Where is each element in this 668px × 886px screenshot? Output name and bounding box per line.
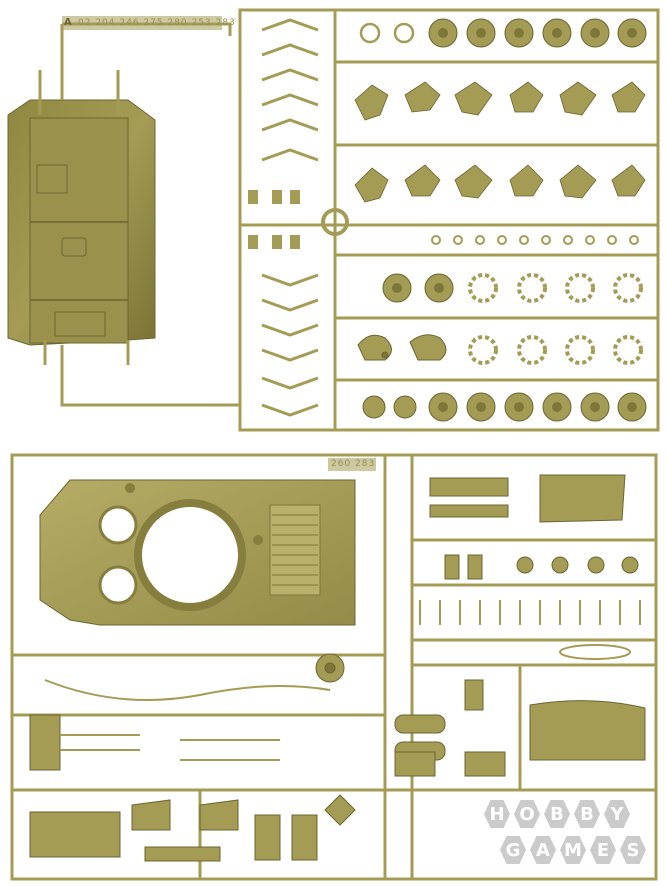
watermark-letter: H	[484, 800, 510, 828]
sprue-frame-bottom	[10, 453, 658, 881]
upper-hull-deck	[39, 479, 356, 626]
watermark-letter: O	[514, 800, 540, 828]
watermark-letter: S	[620, 836, 646, 864]
suspension-units	[354, 81, 646, 203]
small-brackets	[248, 190, 300, 249]
sprue-hub	[321, 208, 349, 236]
sprue-b-tab	[328, 458, 376, 471]
watermark-line-hobby: H O B B Y	[484, 800, 630, 828]
sprue-a-code: 02 204 246 275 280 253 283	[78, 18, 236, 28]
sprue-frame-top	[238, 8, 660, 432]
road-wheels-top-row	[359, 18, 647, 48]
engine-deck-parts	[429, 474, 639, 580]
sprue-letter-a: A	[64, 17, 72, 28]
watermark-letter: B	[574, 800, 600, 828]
drive-sprockets	[468, 273, 643, 365]
watermark-letter: M	[560, 836, 586, 864]
track-links-upper	[261, 18, 319, 162]
watermark-letter: G	[500, 836, 526, 864]
sprue-b-code: 260 283	[331, 459, 376, 469]
small-fittings-row	[419, 600, 641, 660]
road-wheels-bottom-row	[362, 392, 647, 422]
hobby-games-watermark: H O B B Y G A M E S	[444, 796, 662, 882]
watermark-letter: A	[530, 836, 556, 864]
watermark-letter: E	[590, 836, 616, 864]
watermark-line-games: G A M E S	[500, 836, 646, 864]
track-links-lower	[261, 273, 319, 417]
watermark-letter: B	[544, 800, 570, 828]
sprue-a-tab	[62, 16, 222, 30]
lower-left-parts	[29, 653, 356, 862]
watermark-letter: Y	[604, 800, 630, 828]
hull-floor-plate	[7, 70, 156, 365]
small-rings-row	[431, 235, 639, 245]
idler-wheels	[382, 273, 454, 303]
tow-cable	[44, 679, 331, 761]
mantlet-and-boxes	[394, 679, 646, 777]
hub-caps	[357, 334, 447, 361]
